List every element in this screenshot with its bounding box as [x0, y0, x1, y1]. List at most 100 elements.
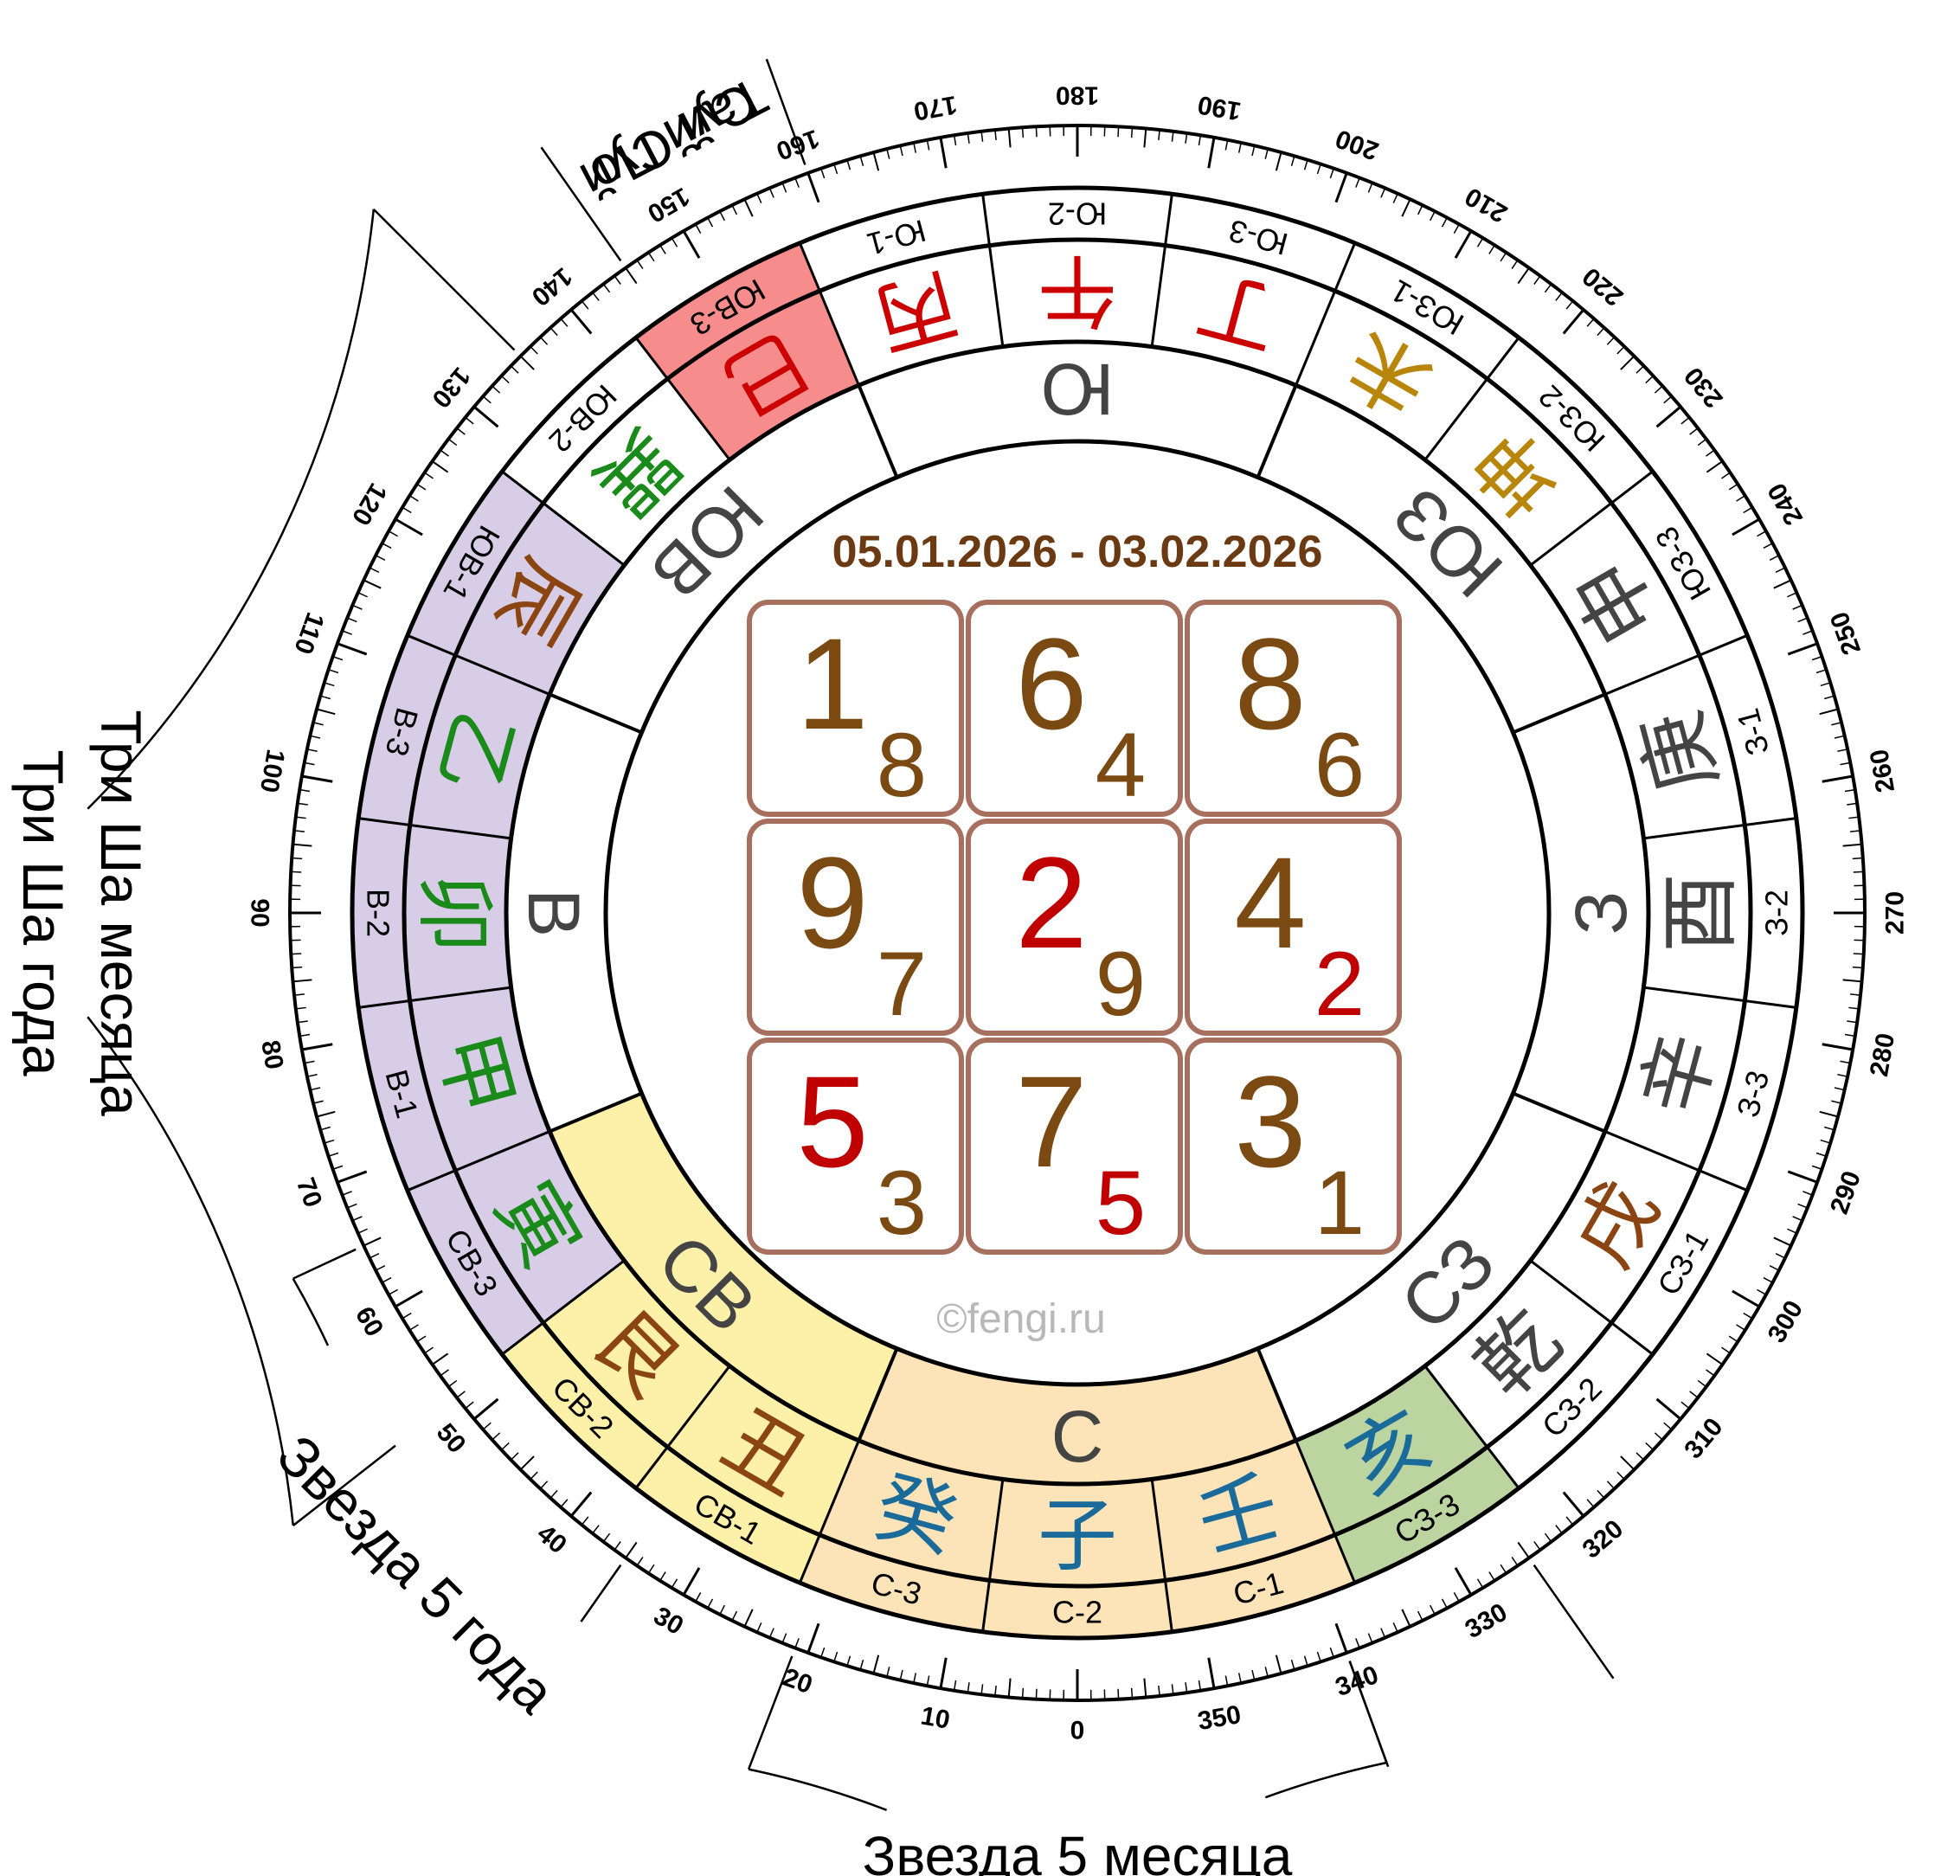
star5-year-end	[292, 1248, 357, 1280]
degree-tick	[1757, 1288, 1767, 1295]
degree-tick	[695, 223, 702, 234]
degree-tick	[1743, 506, 1753, 514]
mountain-sector	[358, 987, 550, 1191]
degree-label: 190	[1196, 90, 1243, 125]
degree-tick	[519, 355, 535, 370]
degree-tick	[980, 131, 984, 142]
degree-tick	[1143, 1678, 1147, 1698]
degree-tick	[291, 871, 302, 873]
degree-tick	[1706, 449, 1715, 457]
degree-tick	[592, 1525, 600, 1534]
degree-tick	[388, 1288, 398, 1295]
degree-tick	[431, 1352, 449, 1365]
degree-tick	[440, 449, 449, 457]
degree-tick	[1736, 1324, 1746, 1331]
degree-tick	[295, 816, 306, 819]
degree-tick	[1844, 788, 1855, 793]
mountain-divider	[1423, 1365, 1520, 1489]
degree-tick	[1021, 1687, 1025, 1699]
degree-tick	[1454, 230, 1473, 259]
degree-tick	[1797, 1203, 1809, 1209]
degree-tick	[659, 1571, 666, 1582]
degree-tick	[1831, 722, 1842, 726]
degree-tick	[1430, 210, 1436, 222]
degree-tick	[1706, 460, 1724, 473]
degree-tick	[980, 1684, 984, 1695]
mountain-divider	[501, 470, 626, 567]
degree-tick	[324, 1139, 335, 1144]
degree-tick	[1769, 1265, 1780, 1271]
degree-tick	[328, 669, 339, 674]
degree-tick	[1303, 159, 1308, 170]
degree-tick	[913, 1673, 917, 1684]
degree-tick	[1597, 1489, 1605, 1499]
degree-tick	[1511, 260, 1519, 269]
degree-tick	[301, 1043, 333, 1051]
degree-tick	[1441, 1598, 1448, 1609]
degree-label: 0	[1070, 1717, 1085, 1745]
degree-tick	[1732, 1289, 1760, 1308]
degree-tick	[872, 1654, 880, 1674]
degree-tick	[1207, 137, 1216, 169]
mountain-divider	[1423, 337, 1520, 461]
degree-tick	[1852, 857, 1863, 860]
degree-tick	[1635, 365, 1645, 374]
tai-sui-line	[765, 58, 806, 165]
degree-tick	[671, 1578, 678, 1589]
degree-label: 320	[1578, 1514, 1629, 1564]
degree-tick	[482, 1422, 492, 1430]
mountain-sector	[1643, 818, 1803, 1008]
degree-tick	[1555, 1525, 1563, 1534]
degree-tick	[1334, 172, 1348, 203]
degree-tick	[1130, 127, 1134, 138]
grid-cell	[966, 600, 1183, 817]
degree-tick	[363, 579, 382, 589]
mountain-divider	[981, 1479, 1005, 1633]
degree-label: 220	[1578, 261, 1629, 311]
degree-tick	[416, 483, 427, 491]
degree-tick	[292, 979, 312, 983]
degree-tick	[492, 385, 501, 394]
degree-tick	[731, 204, 738, 215]
degree-tick	[375, 1265, 386, 1271]
three-sha-year-arc	[87, 209, 376, 810]
degree-tick	[447, 1379, 458, 1388]
grid-small-number: 4	[1096, 715, 1146, 816]
degree-tick	[756, 193, 762, 203]
degree-tick	[846, 1655, 851, 1667]
grid-big-number: 7	[1015, 1049, 1087, 1194]
star5-month-end	[1348, 1661, 1388, 1764]
direction-divider	[1256, 1347, 1298, 1442]
degree-tick	[1840, 1060, 1851, 1064]
ring	[350, 185, 1805, 1641]
degree-tick	[1844, 1033, 1855, 1038]
degree-tick	[1655, 1397, 1682, 1421]
degree-tick	[806, 172, 820, 203]
mountain-sector	[800, 194, 1003, 386]
mountain-code: Ю-2	[1048, 196, 1107, 232]
degree-tick	[292, 857, 303, 860]
degree-tick	[1680, 1401, 1690, 1410]
degree-tick	[794, 1638, 800, 1648]
star5-month-arc	[1264, 1761, 1387, 1799]
degree-label: 240	[1763, 479, 1809, 530]
degree-tick	[1706, 1369, 1715, 1377]
mountain-char: 子	[1038, 1490, 1117, 1583]
degree-tick	[1850, 830, 1861, 832]
mountain-divider	[1150, 1479, 1173, 1633]
degree-label: 80	[255, 1038, 288, 1072]
degree-tick	[625, 267, 638, 285]
degree-tick	[859, 1660, 864, 1670]
degree-tick	[1417, 204, 1423, 215]
mountain-sector	[982, 1479, 1173, 1638]
degree-tick	[1488, 1571, 1495, 1582]
degree-tick	[402, 1312, 412, 1320]
degree-tick	[781, 1633, 787, 1644]
degree-tick	[1848, 816, 1860, 819]
grid-cell	[747, 600, 964, 817]
direction-sector	[858, 341, 1296, 478]
degree-tick	[1837, 1073, 1848, 1077]
grid-big-number: 5	[796, 1049, 868, 1194]
degree-tick	[301, 774, 333, 783]
degree-tick	[492, 1432, 501, 1441]
